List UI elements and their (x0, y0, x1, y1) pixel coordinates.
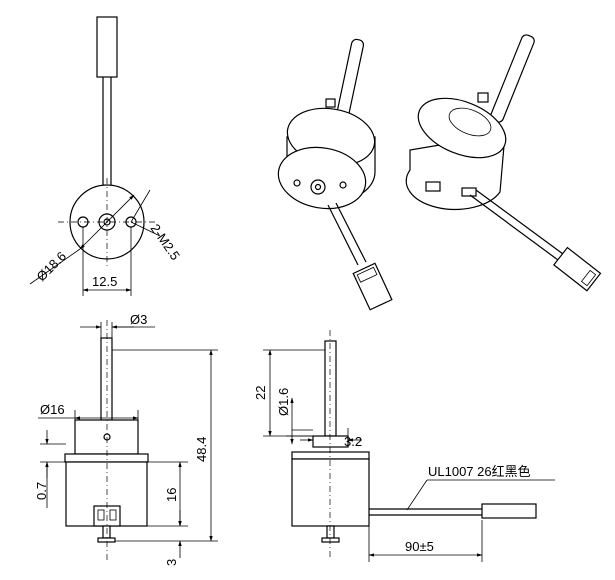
iso2-connector-latch (580, 269, 597, 287)
iso2-body-top (417, 97, 507, 159)
left-terminal-pin (97, 509, 105, 521)
left-boss (74, 419, 139, 455)
left-bottom-shaft (102, 525, 111, 539)
right-connector (481, 503, 537, 519)
iso1-front-face (277, 146, 367, 210)
front-view-thread-leader (130, 189, 151, 223)
front-view-diameter-arrow (79, 194, 135, 250)
front-step-label: 0.7 (34, 482, 49, 500)
wire-spec-label: UL1007 26红黑色 (428, 464, 531, 479)
bottom-terminal-label: 3 (164, 559, 179, 566)
iso2-wire (469, 194, 559, 261)
iso1-mount-hole (293, 179, 301, 187)
left-flange (64, 453, 149, 463)
shaft-diameter-label: Ø3 (130, 312, 147, 327)
left-terminal-pin (109, 509, 117, 521)
right-boss (312, 435, 349, 448)
side-step-label: 3.2 (344, 434, 362, 449)
iso1-connector (352, 262, 393, 311)
front-view-diameter-leader (29, 248, 81, 285)
iso2-stud (477, 92, 489, 103)
iso2-shaft (490, 34, 535, 123)
iso1-boss (310, 179, 326, 195)
isometric-view-rear (405, 34, 602, 292)
right-bottom-shaft (326, 525, 335, 539)
iso1-shaft-tip (314, 183, 322, 191)
iso1-connector-latch (356, 266, 378, 283)
shaft-length-label: 22 (253, 386, 268, 400)
overall-length-label: 48.4 (194, 437, 209, 462)
front-diameter-label: Ø18.6 (34, 248, 70, 284)
right-shaft (324, 340, 337, 437)
iso2-bottom-tab (425, 181, 441, 192)
front-hole-spacing-label: 12.5 (92, 274, 117, 289)
front-view-connector (96, 16, 118, 78)
right-wire-leader (406, 479, 428, 511)
front-view-thread-leader (130, 221, 161, 237)
side-view-right: UL1007 26红黑色 22 Ø1.6 3.2 90±5 (253, 330, 555, 562)
front-thread-label: 2-M2.5 (148, 221, 183, 263)
iso2-wire (475, 189, 564, 255)
right-body (291, 458, 370, 527)
iso1-mount-hole (339, 181, 347, 189)
body-diameter-label: Ø16 (40, 402, 65, 417)
front-view: Ø18.6 2-M2.5 12.5 (29, 16, 183, 296)
iso2-lead-tab (461, 187, 477, 197)
iso2-connector (553, 246, 602, 292)
side-view-left: Ø3 Ø16 48.4 0.7 16 3 (34, 312, 218, 566)
right-bottom-collar (321, 537, 340, 543)
lead-length-label: 90±5 (405, 539, 434, 554)
isometric-view-front (277, 38, 393, 311)
left-bottom-collar (97, 537, 116, 543)
right-flange (291, 451, 370, 460)
left-shaft (100, 337, 113, 421)
iso2-top-ring (448, 107, 492, 137)
iso1-wire (335, 202, 367, 263)
shaft-small-diameter-label: Ø1.6 (276, 388, 291, 416)
iso1-wire (327, 204, 359, 266)
body-height-label: 16 (164, 488, 179, 502)
iso1-stud (325, 98, 336, 108)
